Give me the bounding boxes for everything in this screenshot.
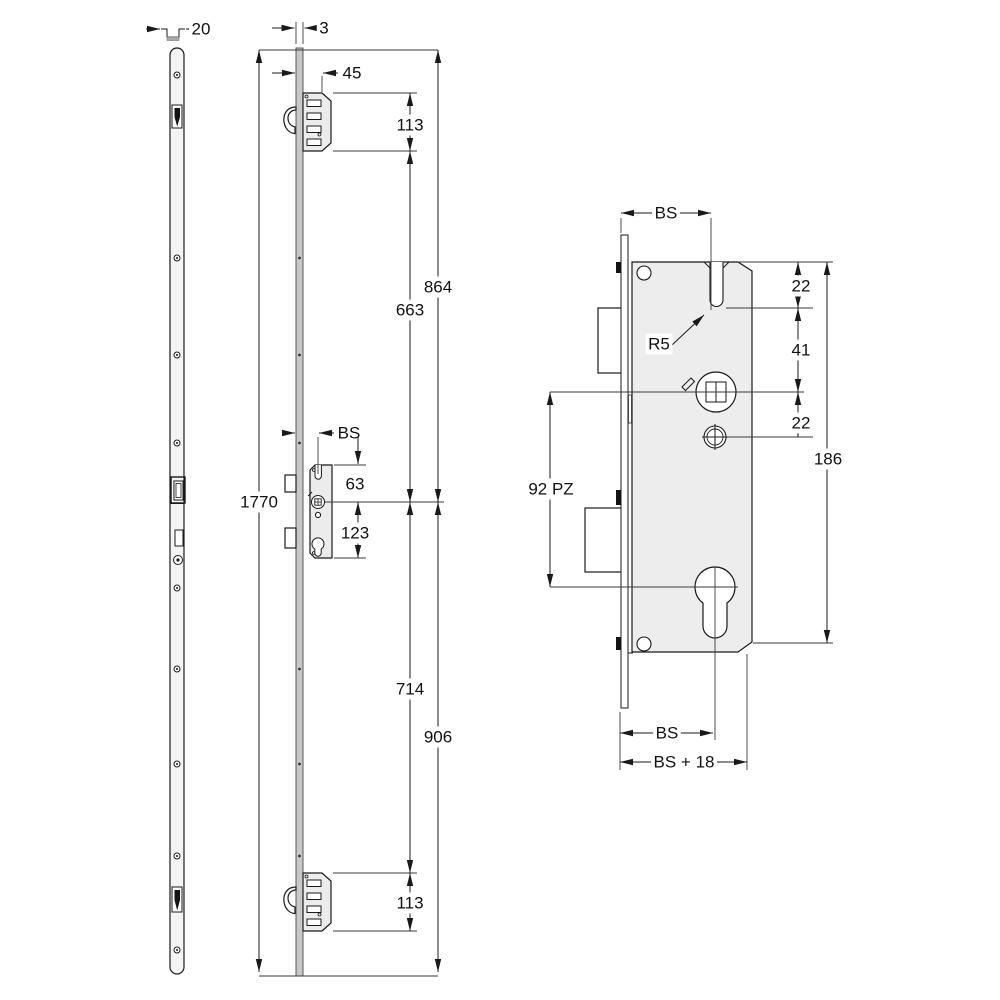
dim-hook-to-follower-top: 663 — [396, 301, 424, 320]
fixing-tab-middle — [616, 490, 621, 505]
faceplate-screw-holes — [173, 71, 181, 954]
case-faceplate-edge — [616, 234, 633, 709]
dim-bottom-outer: 906 — [424, 728, 452, 747]
central-gearbox-side — [284, 464, 333, 559]
faceplate-strip — [169, 47, 185, 975]
dim-label-backing — [789, 412, 813, 434]
case-screw-hole-top — [636, 265, 652, 281]
faceplate-profile-view: 20 — [146, 18, 213, 41]
dim-follower-to-cylinder: 92 PZ — [528, 480, 573, 499]
lock-side-view: 3 45 113 864 663 BS 63 123 1770 714 906 — [237, 17, 455, 977]
case-screw-hole-bottom — [636, 636, 652, 652]
dim-top-outer: 864 — [424, 278, 452, 297]
profile-plate-section — [166, 36, 180, 41]
hook-bolt-top — [283, 106, 297, 135]
stamp-mark-side — [307, 491, 313, 497]
dim-case-width: BS + 18 — [654, 753, 715, 772]
deadbolt-side — [284, 527, 297, 549]
faceplate-front-view — [169, 47, 186, 975]
faceplate-edge — [295, 47, 304, 977]
dim-label-backing — [525, 478, 577, 500]
case-body — [631, 261, 753, 653]
dim-profile-width: 20 — [192, 20, 211, 39]
drive-rod-detail — [628, 394, 632, 424]
dim-label-backing — [189, 18, 213, 40]
dim-label-backing — [393, 299, 427, 321]
front-view-dimensions: 3 45 113 864 663 BS 63 123 1770 714 906 — [237, 17, 455, 972]
dim-notch-depth: 22 — [792, 277, 811, 296]
profile-channel-outline — [161, 28, 185, 38]
dim-notch-to-follower: 41 — [792, 341, 811, 360]
dim-notch-radius: R5 — [648, 335, 670, 354]
case-dimensions: BS 22 R5 41 22 186 92 PZ BS BS + 18 — [525, 202, 845, 773]
dim-plate-thickness: 3 — [319, 19, 328, 38]
dim-backset-bottom: BS — [656, 724, 679, 743]
dim-total-length: 1770 — [240, 493, 278, 512]
dim-label-backing — [652, 202, 680, 224]
fixing-tab-bottom — [616, 637, 621, 650]
dim-label-backing — [653, 722, 681, 744]
dim-label-backing — [316, 17, 332, 39]
dim-label-backing — [811, 448, 845, 470]
faceplate-edge-rivets — [298, 256, 301, 858]
dim-label-backing — [338, 522, 372, 544]
cylinder-fixing-hole — [173, 555, 183, 565]
hook-cutout-top — [171, 104, 183, 129]
dim-label-backing — [789, 275, 813, 297]
dim-label-backing — [343, 473, 367, 495]
hook-cutout-bottom — [171, 886, 183, 913]
dim-label-backing — [651, 751, 717, 773]
hook-bolt-bottom — [283, 886, 297, 915]
gearbox-case-view: BS 22 R5 41 22 186 92 PZ BS BS + 18 — [525, 202, 845, 773]
dim-label-backing — [340, 62, 364, 84]
dim-label-backing — [393, 678, 427, 700]
deadbolt — [584, 507, 623, 573]
case-notch — [703, 261, 730, 308]
dim-hook-offset: 45 — [343, 64, 362, 83]
dim-follower-below: 123 — [341, 524, 369, 543]
dim-case-height: 186 — [814, 450, 842, 469]
hook-gearbox-top — [283, 92, 332, 152]
euro-cylinder-side — [311, 537, 325, 557]
dim-hook-case-bottom: 113 — [396, 894, 423, 913]
dim-follower-to-hole: 22 — [792, 414, 811, 433]
dim-label-backing — [335, 422, 363, 444]
fixing-tab-top — [616, 262, 621, 273]
dim-label-backing — [393, 892, 427, 914]
latch-bolt — [597, 307, 623, 374]
dim-backset-top: BS — [655, 204, 678, 223]
dim-label-backing — [645, 333, 673, 355]
dim-follower-above: 63 — [346, 475, 365, 494]
latch-bolt-side — [284, 474, 297, 493]
dim-hook-case-top: 113 — [396, 116, 423, 135]
dim-label-backing — [421, 726, 455, 748]
dim-label-backing — [393, 114, 427, 136]
fixing-hole — [702, 424, 728, 450]
dim-label-backing — [789, 339, 813, 361]
front-view-reference-lines — [259, 22, 444, 977]
deadbolt-opening — [174, 529, 184, 547]
stamp-mark — [681, 377, 696, 392]
dim-label-backing — [237, 491, 281, 513]
dim-follower-to-hook-bottom: 714 — [396, 680, 424, 699]
dim-label-backing — [421, 276, 455, 298]
dim-backset-front: BS — [338, 424, 361, 443]
hook-gearbox-bottom — [283, 872, 332, 932]
